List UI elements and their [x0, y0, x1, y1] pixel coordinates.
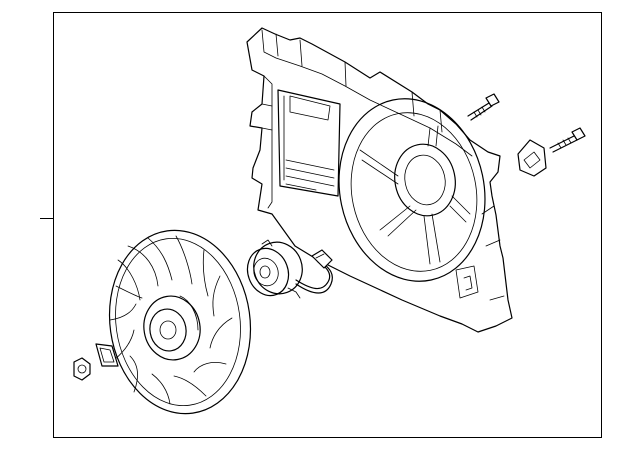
nut-icon[interactable]	[73, 357, 91, 381]
mount-bracket-icon[interactable]	[517, 139, 547, 177]
callout-leader-line	[40, 218, 53, 219]
retaining-clip-icon[interactable]	[95, 343, 119, 367]
fan-motor-icon[interactable]	[241, 235, 309, 301]
fan-blade-icon[interactable]	[98, 221, 262, 423]
bolt-icon[interactable]	[467, 93, 500, 121]
wire-harness-icon[interactable]	[295, 249, 333, 294]
bolt-icon[interactable]	[549, 127, 586, 153]
